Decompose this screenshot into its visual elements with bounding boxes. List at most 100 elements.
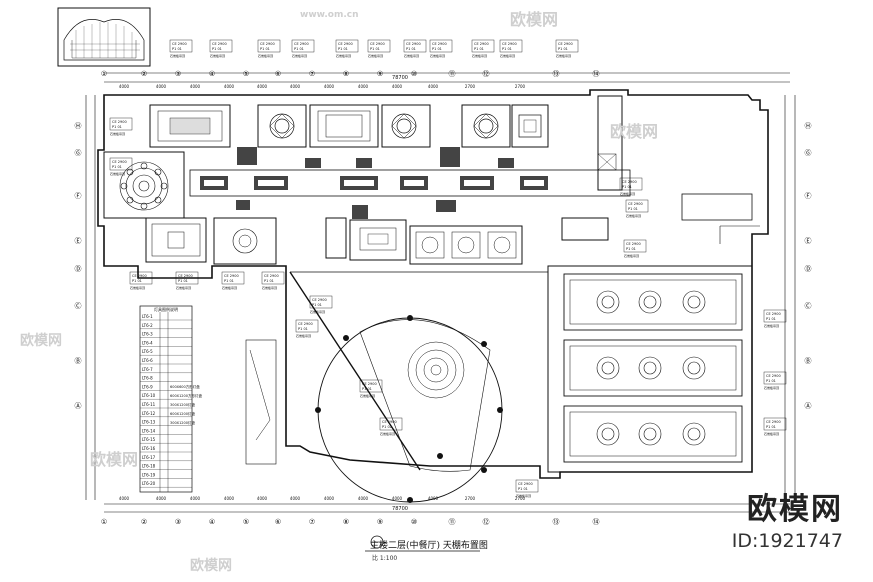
- ceiling-tag-ref: P1 01: [628, 207, 638, 211]
- ceiling-tag-box: [499, 39, 523, 53]
- dimension-segment: 4000: [190, 496, 201, 501]
- dimension-segment: 4000: [428, 84, 439, 89]
- ceiling-tag-ref: P1 01: [212, 47, 222, 51]
- legend-row-code: LT6-20: [142, 481, 156, 486]
- ceiling-tag-code: CE 2900: [766, 374, 781, 378]
- ceiling-tag-note: 石膏板吊顶: [310, 309, 325, 314]
- ceiling-tag-ref: P1 01: [766, 425, 776, 429]
- ceiling-tag-ref: P1 01: [518, 487, 528, 491]
- dimension-segment: 4000: [156, 84, 167, 89]
- ceiling-tag-box: [175, 271, 199, 285]
- grid-axis-letter: Ⓐ: [805, 402, 812, 410]
- legend-row-code: LT6-9: [142, 384, 153, 389]
- grid-axis-number: ⑤: [243, 70, 249, 78]
- ceiling-tag-code: CE 2900: [312, 298, 327, 302]
- ceiling-tag-ref: P1 01: [406, 47, 416, 51]
- ceiling-tag-ref: P1 01: [362, 387, 372, 391]
- ceiling-tag-code: CE 2900: [298, 322, 313, 326]
- ceiling-tag-note: 石膏板吊顶: [210, 53, 225, 58]
- ceiling-tag-box: [261, 271, 285, 285]
- dimension-segment: 4000: [358, 84, 369, 89]
- diagonal-wall: [289, 271, 421, 471]
- ceiling-tag-code: CE 2900: [406, 42, 421, 46]
- legend-row-code: LT6-14: [142, 428, 156, 433]
- legend-row-code: LT6-13: [142, 420, 156, 425]
- dimension-segment: 2700: [465, 84, 476, 89]
- legend-row-code: LT6-5: [142, 349, 153, 354]
- ceiling-tag-code: CE 2900: [558, 42, 573, 46]
- grid-axis-letter: Ⓑ: [75, 357, 82, 365]
- ceiling-tag-note: 石膏板吊顶: [336, 53, 351, 58]
- dimension-total: 78700: [392, 506, 408, 512]
- ceiling-tag-box: [209, 39, 233, 53]
- ceiling-tag-ref: P1 01: [474, 47, 484, 51]
- ceiling-tag-box: [625, 199, 649, 213]
- ceiling-tag-note: 石膏板吊顶: [258, 53, 273, 58]
- round-room-left: [103, 151, 185, 219]
- ceiling-tag-code: CE 2900: [132, 274, 147, 278]
- legend-row-code: LT6-4: [142, 340, 153, 345]
- ceiling-tag-ref: P1 01: [382, 425, 392, 429]
- building-outline: [97, 89, 769, 479]
- grid-axis-letter: Ⓔ: [805, 237, 812, 245]
- watermark-brand: 欧模网: [610, 122, 659, 141]
- ceiling-tag-note: 石膏板吊顶: [262, 285, 277, 290]
- legend-row-desc: 600X600方形灯盘: [170, 384, 200, 389]
- ceiling-tag-box: [367, 39, 391, 53]
- ceiling-tag-box: [129, 271, 153, 285]
- legend-row-code: LT6-6: [142, 358, 153, 363]
- ceiling-tag-box: [295, 319, 319, 333]
- ceiling-tag-code: CE 2900: [432, 42, 447, 46]
- key-plan: [57, 7, 151, 67]
- legend-row-code: LT6-19: [142, 472, 156, 477]
- dimension-segment: 4000: [257, 84, 268, 89]
- dimension-segment: 4000: [358, 496, 369, 501]
- grid-axis-number: ④: [209, 70, 215, 78]
- ceiling-tag-box: [763, 371, 787, 385]
- dimension-segment: 4000: [224, 496, 235, 501]
- ceiling-tag-note: 石膏板吊顶: [176, 285, 191, 290]
- grid-axis-number: ⑤: [243, 518, 249, 526]
- grid-axis-number: ⑩: [411, 518, 417, 526]
- ceiling-tag-code: CE 2900: [172, 42, 187, 46]
- legend-row-code: LT6-17: [142, 455, 156, 460]
- dimension-segment: 2700: [515, 84, 526, 89]
- ceiling-tag-code: CE 2900: [518, 482, 533, 486]
- dimension-segment: 4000: [324, 496, 335, 501]
- grid-axis-letter: Ⓓ: [75, 265, 82, 273]
- ceiling-tag-note: 石膏板吊顶: [626, 213, 641, 218]
- ceiling-tag-ref: P1 01: [622, 185, 632, 189]
- watermark-site: www.om.cn: [300, 10, 359, 20]
- drawing-scale: 比 1:100: [372, 555, 398, 562]
- corridor: [189, 169, 631, 197]
- grid-axis-number: ③: [175, 70, 181, 78]
- ceiling-tag-ref: P1 01: [224, 279, 234, 283]
- ceiling-tag-note: 石膏板吊顶: [170, 53, 185, 58]
- grid-axis-letter: Ⓕ: [75, 192, 82, 200]
- ceiling-tag-box: [763, 417, 787, 431]
- ceiling-tag-ref: P1 01: [132, 279, 142, 283]
- grid-axis-number: ⑨: [377, 518, 383, 526]
- grid-axis-letter: Ⓑ: [805, 357, 812, 365]
- ceiling-tag-code: CE 2900: [224, 274, 239, 278]
- ceiling-tag-ref: P1 01: [338, 47, 348, 51]
- dimension-segment: 2700: [465, 496, 476, 501]
- dimension-segment: 4000: [392, 496, 403, 501]
- grid-axis-number: ③: [175, 518, 181, 526]
- ceiling-tag-note: 石膏板吊顶: [380, 431, 395, 436]
- ceiling-tag-code: CE 2900: [178, 274, 193, 278]
- ceiling-tag-box: [379, 417, 403, 431]
- dimension-segment: 2700: [515, 496, 526, 501]
- grid-axis-letter: Ⓗ: [75, 122, 82, 130]
- legend-row-code: LT6-16: [142, 446, 156, 451]
- ceiling-tag-code: CE 2900: [622, 180, 637, 184]
- ceiling-tag-note: 石膏板吊顶: [292, 53, 307, 58]
- watermark-brand: 欧模网: [510, 10, 559, 29]
- legend-row-code: LT6-11: [142, 402, 156, 407]
- legend-table: [139, 305, 193, 493]
- ceiling-tag-box: [429, 39, 453, 53]
- ceiling-tag-box: [309, 295, 333, 309]
- grid-axis-letter: Ⓕ: [805, 192, 812, 200]
- legend-row-desc: 300X1200灯盘: [170, 420, 195, 425]
- grid-axis-number: ⑦: [309, 518, 315, 526]
